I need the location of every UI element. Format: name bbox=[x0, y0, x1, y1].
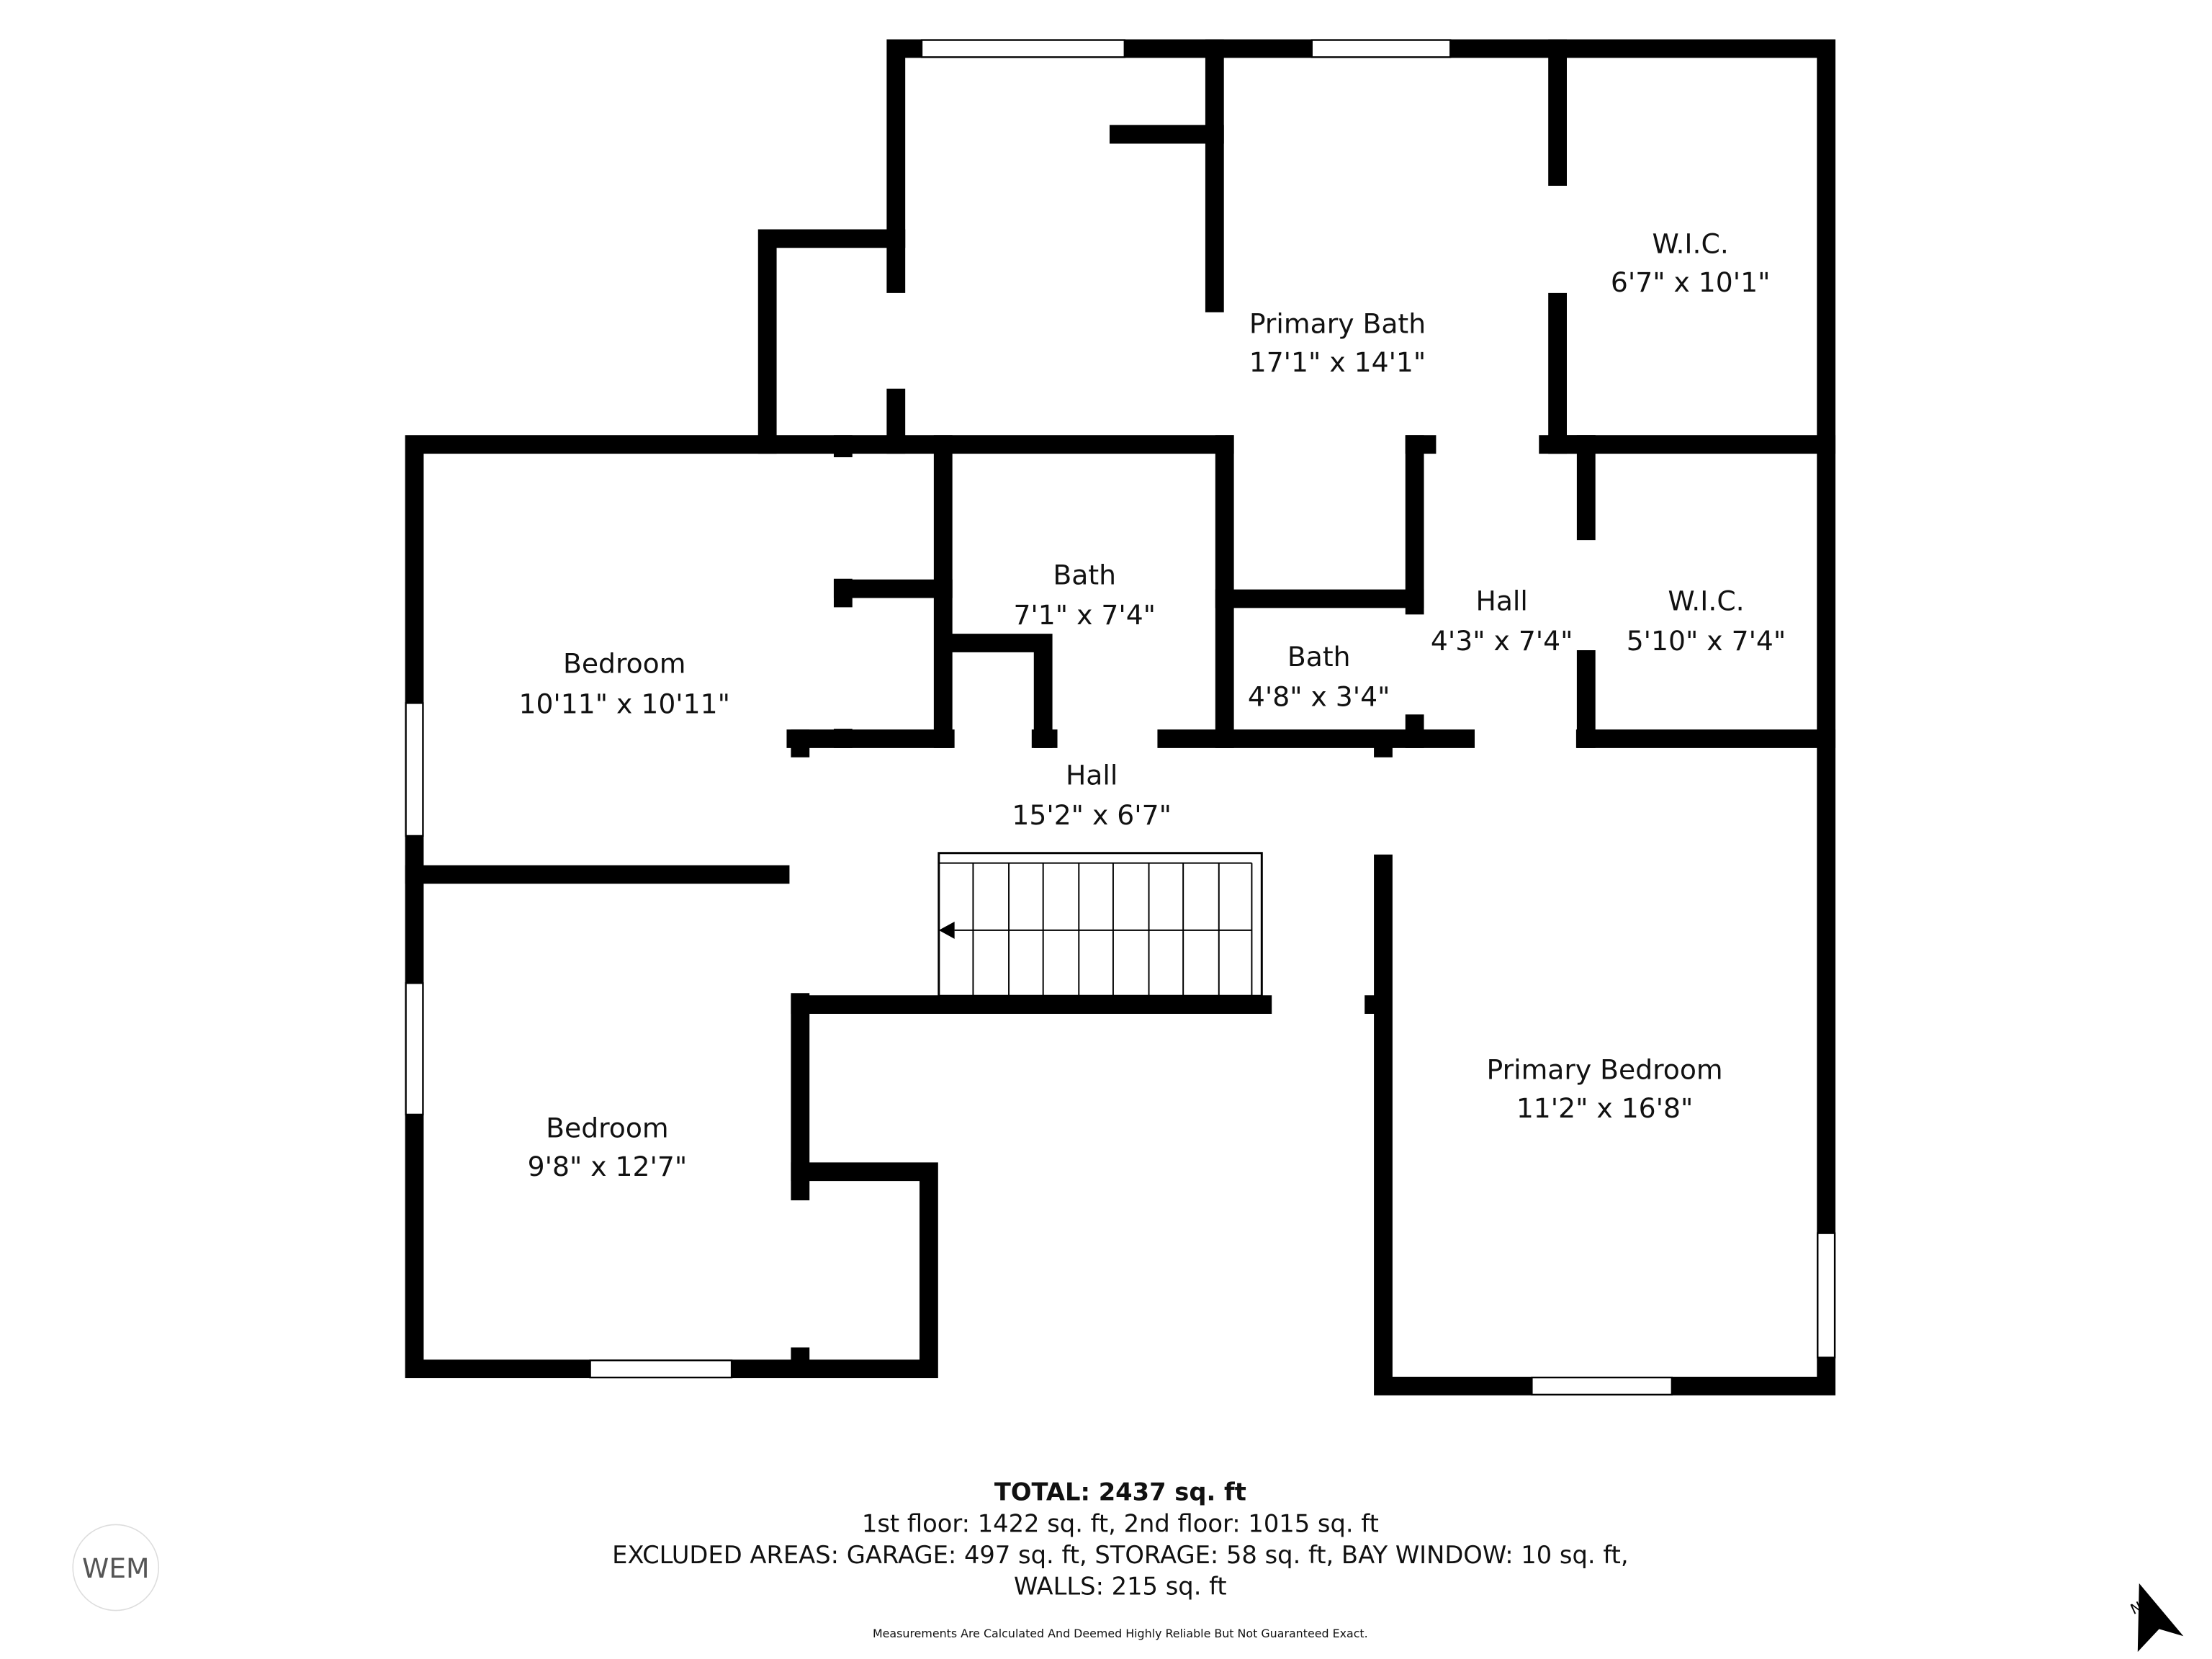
north-arrow-icon: N bbox=[2128, 1583, 2184, 1653]
room-size: 6'7" x 10'1" bbox=[1611, 266, 1771, 298]
room-name: Bedroom bbox=[546, 1112, 668, 1144]
windows bbox=[405, 39, 1836, 1396]
room-size: 5'10" x 7'4" bbox=[1627, 625, 1786, 657]
room-name: Hall bbox=[1476, 585, 1528, 616]
room-size: 17'1" x 14'1" bbox=[1249, 346, 1426, 378]
logo-initials: WEM bbox=[82, 1552, 150, 1584]
walls bbox=[405, 39, 1836, 1395]
company-logo: WEM bbox=[72, 1524, 160, 1611]
room-size: 11'2" x 16'8" bbox=[1516, 1092, 1694, 1124]
floor-areas: 1st floor: 1422 sq. ft, 2nd floor: 1015 … bbox=[862, 1509, 1379, 1537]
room-size: 9'8" x 12'7" bbox=[528, 1151, 688, 1182]
room-size: 7'1" x 7'4" bbox=[1013, 599, 1156, 631]
disclaimer: Measurements Are Calculated And Deemed H… bbox=[873, 1627, 1368, 1640]
room-name: Hall bbox=[1066, 759, 1118, 791]
room-size: 15'2" x 6'7" bbox=[1012, 799, 1172, 831]
walls-area: WALLS: 215 sq. ft bbox=[1014, 1573, 1227, 1601]
room-name: W.I.C. bbox=[1668, 585, 1744, 616]
stair-direction-arrow-icon bbox=[938, 922, 955, 939]
room-size: 4'8" x 3'4" bbox=[1248, 680, 1390, 712]
room-name: Primary Bedroom bbox=[1487, 1053, 1723, 1085]
total-area: TOTAL: 2437 sq. ft bbox=[994, 1478, 1246, 1506]
room-name: W.I.C. bbox=[1653, 228, 1729, 259]
room-labels: Primary Bath 17'1" x 14'1" W.I.C. 6'7" x… bbox=[518, 228, 1786, 1182]
room-name: Bath bbox=[1287, 641, 1351, 673]
room-size: 10'11" x 10'11" bbox=[518, 688, 729, 719]
room-size: 4'3" x 7'4" bbox=[1431, 625, 1573, 657]
room-name: Primary Bath bbox=[1249, 307, 1426, 339]
staircase bbox=[938, 852, 1263, 997]
room-name: Bath bbox=[1053, 559, 1116, 591]
area-summary: TOTAL: 2437 sq. ft 1st floor: 1422 sq. f… bbox=[612, 1478, 1628, 1641]
excluded-areas: EXCLUDED AREAS: GARAGE: 497 sq. ft, STOR… bbox=[612, 1541, 1628, 1569]
room-name: Bedroom bbox=[563, 648, 685, 680]
